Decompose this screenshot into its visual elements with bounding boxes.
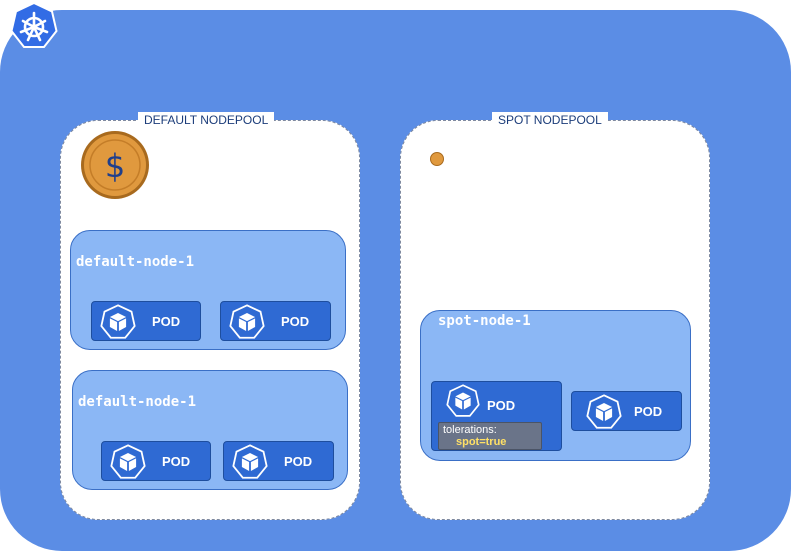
pod-icon	[100, 304, 136, 340]
dollar-coin-icon: $	[81, 131, 149, 199]
pod-label: POD	[284, 454, 313, 469]
kubernetes-logo-icon	[10, 2, 58, 48]
spot-node-1: spot-node-1 POD tolerations: spot=true P…	[420, 310, 691, 461]
tolerations-box: tolerations: spot=true	[438, 422, 542, 450]
tolerations-label: tolerations:	[443, 424, 497, 436]
node-title: spot-node-1	[438, 313, 531, 329]
pod-box: POD	[571, 391, 682, 431]
pod-label: POD	[162, 454, 191, 469]
pod-icon	[110, 444, 146, 480]
default-node-2: default-node-1 POD POD	[72, 370, 348, 490]
pod-icon	[586, 394, 622, 430]
tolerations-value: spot=true	[456, 436, 507, 448]
pod-label: POD	[487, 398, 516, 413]
node-title: default-node-1	[78, 394, 197, 410]
pod-label: POD	[634, 404, 663, 419]
pod-icon	[446, 384, 480, 418]
pod-box: POD	[91, 301, 201, 341]
dollar-sign: $	[105, 147, 125, 185]
pod-icon	[232, 444, 268, 480]
small-coin-icon	[430, 152, 444, 166]
default-node-1: default-node-1 POD POD	[70, 230, 346, 350]
node-title: default-node-1	[76, 254, 195, 270]
pod-label: POD	[281, 314, 310, 329]
pod-icon	[229, 304, 265, 340]
pod-box: POD	[101, 441, 211, 481]
pod-box: POD	[220, 301, 331, 341]
spot-nodepool-label: SPOT NODEPOOL	[492, 112, 608, 129]
pod-box-with-toleration: POD tolerations: spot=true	[431, 381, 562, 451]
default-nodepool-label: DEFAULT NODEPOOL	[138, 112, 275, 129]
pod-box: POD	[223, 441, 334, 481]
pod-label: POD	[152, 314, 181, 329]
